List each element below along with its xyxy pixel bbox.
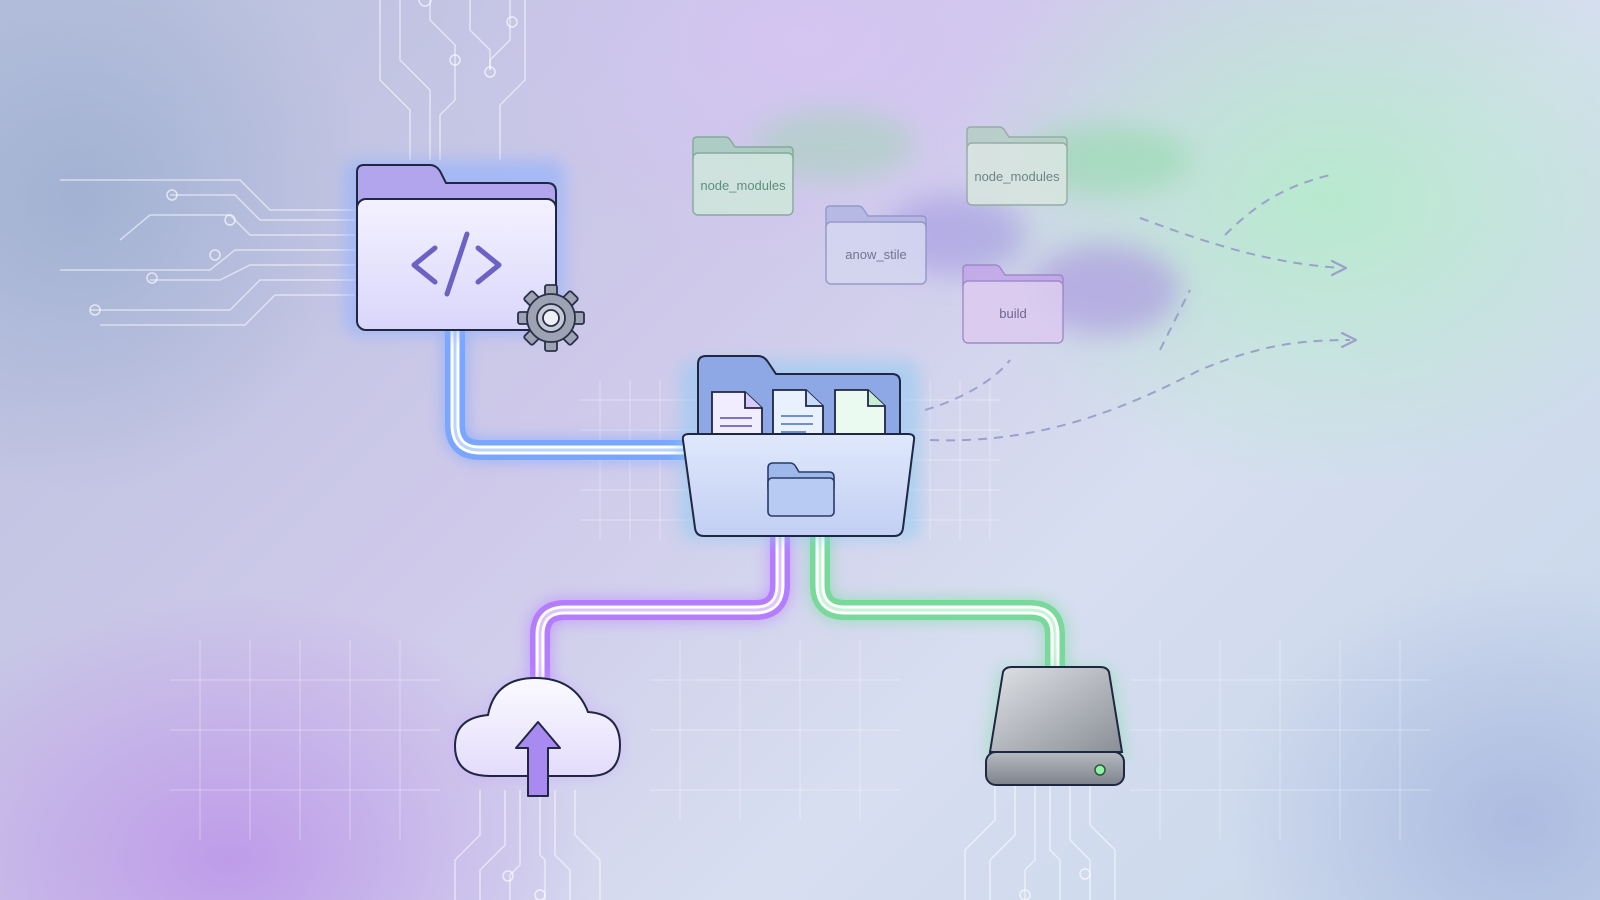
cloud-upload-icon[interactable] [453,676,622,797]
code-folder-icon[interactable] [345,160,565,335]
external-drive-icon[interactable] [985,666,1126,786]
small-folder-icon [966,126,1068,206]
dashed-arrows [924,174,1351,442]
circuit-nodes [89,0,1091,900]
grid-pattern [170,380,1430,840]
open-folder-icon[interactable] [680,355,920,540]
small-folder-icon [825,205,927,285]
document-icon [711,391,763,446]
small-folder-icon [692,136,794,216]
green-connection-pipe [809,524,1066,681]
folder-icon [767,462,835,517]
circuit-traces [60,0,1116,900]
purple-connection-pipe [529,524,791,701]
document-icon [772,389,824,446]
drive-status-light [1094,764,1106,776]
document-icon [834,389,886,446]
small-folder-icon [962,264,1064,344]
small-folders [692,126,1068,344]
blue-connection-pipe [444,319,701,461]
arrow-heads [1330,259,1358,349]
gear-icon [517,284,585,352]
